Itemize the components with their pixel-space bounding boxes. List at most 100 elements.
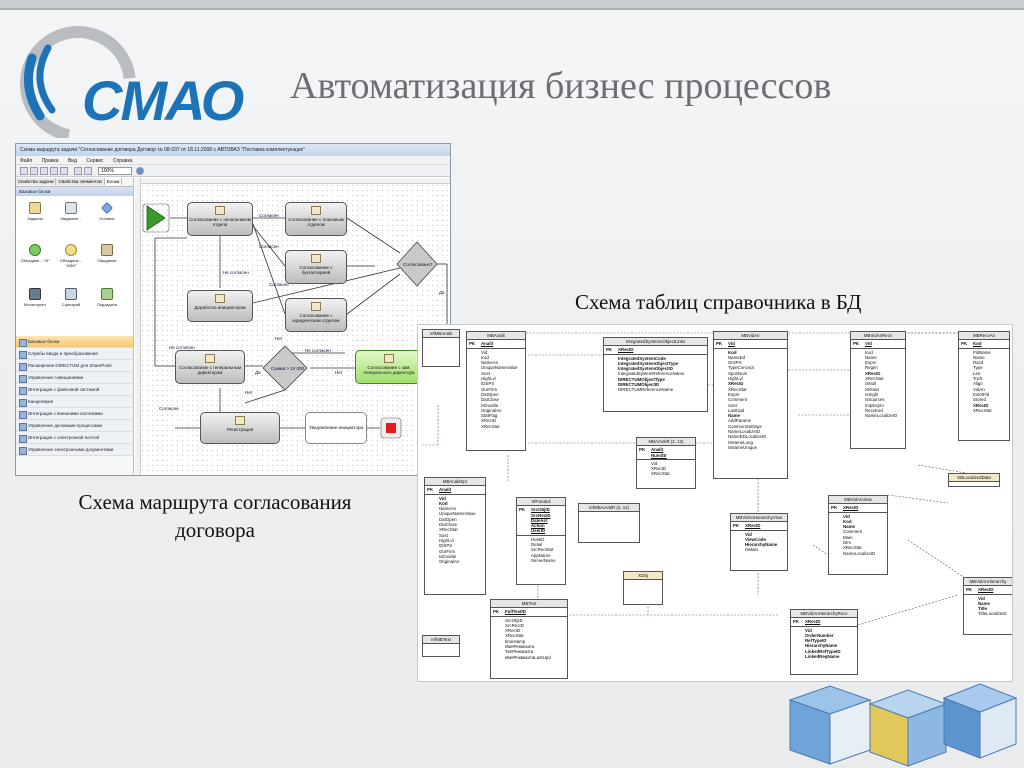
menu-view[interactable]: Вид — [67, 158, 78, 164]
label-agreed-4: Согласен — [159, 406, 179, 411]
node-rework-by-initiator[interactable]: Доработка инициатором — [187, 290, 253, 322]
block-condition[interactable]: Условие — [92, 202, 122, 221]
category-external-systems[interactable]: Интеграция с внешними системами — [16, 408, 133, 420]
label-yes-2: Да — [439, 290, 445, 295]
block-script[interactable]: Сценарий — [56, 288, 86, 307]
category-documents[interactable]: Управление электронными документами — [16, 444, 133, 456]
task-icon — [311, 302, 321, 311]
tab-element-properties[interactable]: Свойства элементов — [56, 178, 105, 185]
menu-edit[interactable]: Правка — [41, 158, 59, 164]
block-join-and[interactable]: Объедине... "И" — [20, 244, 50, 263]
node-general-director[interactable]: Согласование с генеральным директором — [175, 350, 245, 384]
menu-tools[interactable]: Сервис — [86, 158, 104, 164]
route-canvas[interactable]: Согласование с начальником отдела Соглас… — [135, 178, 450, 475]
label-no-2: Нет — [275, 336, 283, 341]
pointer-icon[interactable] — [74, 167, 82, 175]
slide-title: Автоматизация бизнес процессов — [290, 65, 832, 107]
node-registration[interactable]: Регистрация — [200, 412, 280, 444]
decorative-cubes — [780, 680, 1020, 768]
tab-task-properties[interactable]: Свойства задачи — [16, 178, 57, 185]
menu-file[interactable]: Файл — [20, 158, 33, 164]
task-icon — [215, 294, 225, 303]
hourglass-icon — [101, 244, 113, 256]
table-refmbanalit: refMBAnalit — [422, 329, 460, 367]
group-header: Базовые блоки — [16, 187, 133, 196]
label-no-1: Нет — [335, 370, 343, 375]
node-deputy-director[interactable]: Согласование с зам. генерального директо… — [355, 350, 423, 384]
window-menu: Файл Правка Вид Сервис Справка — [16, 156, 450, 165]
category-business-processes[interactable]: Управление деловыми процессами — [16, 420, 133, 432]
zoom-select[interactable]: 100% — [98, 167, 132, 175]
table-sblocalizeddata: SBLocalizedData — [948, 473, 1000, 487]
save-icon[interactable] — [20, 167, 28, 175]
join-or-icon — [65, 244, 77, 256]
category-office[interactable]: Канцелярия — [16, 396, 133, 408]
table-refmbtext: refMBText — [422, 635, 460, 657]
task-icon — [311, 206, 321, 215]
table-refmbanvalr: refMBAnValR (2..12) — [578, 503, 640, 543]
category-sharepoint[interactable]: Расширения DIRECTUM для SharePoint — [16, 360, 133, 372]
blocks-grid: Задание Уведомле... Условие Объедине... … — [16, 196, 133, 336]
category-basic-blocks[interactable]: Базовые блоки — [16, 336, 133, 348]
top-bar — [0, 0, 1024, 8]
block-wait[interactable]: Ожидание — [92, 244, 122, 263]
paste-icon[interactable] — [60, 167, 68, 175]
route-connectors — [142, 203, 448, 439]
tab-blocks[interactable]: Блоки — [104, 178, 123, 185]
node-planning-department[interactable]: Согласование с плановым отделом — [285, 202, 347, 236]
node-accounting[interactable]: Согласование с бухгалтерией — [285, 250, 347, 284]
help-icon[interactable] — [136, 167, 144, 175]
label-agreed-3: Согласен — [269, 282, 289, 287]
logo-text: СМАО — [82, 69, 244, 132]
node-notify-initiator[interactable]: Уведомление инициатора — [305, 412, 367, 444]
top-bar-line — [0, 8, 1024, 10]
registration-icon — [235, 416, 245, 425]
node-agreed-condition[interactable]: Согласовано? — [403, 262, 433, 267]
node-sum-condition[interactable]: Сумма > 10 000 — [271, 366, 305, 371]
label-not-agreed-1: Не согласен — [223, 270, 249, 275]
node-legal-department[interactable]: Согласование с юридическим отделом — [285, 298, 347, 332]
window-toolbar: 100% — [16, 165, 450, 177]
task-icon — [384, 354, 394, 363]
condition-icon — [101, 202, 113, 214]
task-icon — [205, 354, 215, 363]
block-monitoring[interactable]: Мониторинг — [20, 288, 50, 307]
cubes-icon — [788, 683, 1018, 767]
join-and-icon — [29, 244, 41, 256]
menu-help[interactable]: Справка — [112, 158, 133, 164]
print-icon[interactable] — [30, 167, 38, 175]
category-meetings[interactable]: Управление совещаниями — [16, 372, 133, 384]
category-file-system[interactable]: Интеграция с файловой системой — [16, 384, 133, 396]
cut-icon[interactable] — [40, 167, 48, 175]
label-yes: Да — [255, 370, 261, 375]
node-head-of-department[interactable]: Согласование с начальником отдела — [187, 202, 253, 236]
table-xobj: XObj — [623, 571, 663, 605]
block-join-or[interactable]: Объедине... "ИЛИ" — [56, 244, 86, 268]
cmao-logo: СМАО — [10, 18, 244, 142]
task-icon — [215, 206, 225, 215]
block-task[interactable]: Задание — [20, 202, 50, 221]
label-no-3: Нет — [245, 390, 253, 395]
window-title: Схема маршрута задачи "Согласование дого… — [16, 144, 450, 156]
label-not-agreed-3: Не согласен — [305, 348, 331, 353]
category-input-services[interactable]: Службы ввода и преобразования — [16, 348, 133, 360]
block-notice[interactable]: Уведомле... — [56, 202, 86, 221]
copy-icon[interactable] — [50, 167, 58, 175]
caption-route-scheme: Схема маршрута согласования договора — [78, 490, 352, 542]
block-subtask[interactable]: Подзадача — [92, 288, 122, 307]
hand-icon[interactable] — [84, 167, 92, 175]
category-email[interactable]: Интеграция с электронной почтой — [16, 432, 133, 444]
